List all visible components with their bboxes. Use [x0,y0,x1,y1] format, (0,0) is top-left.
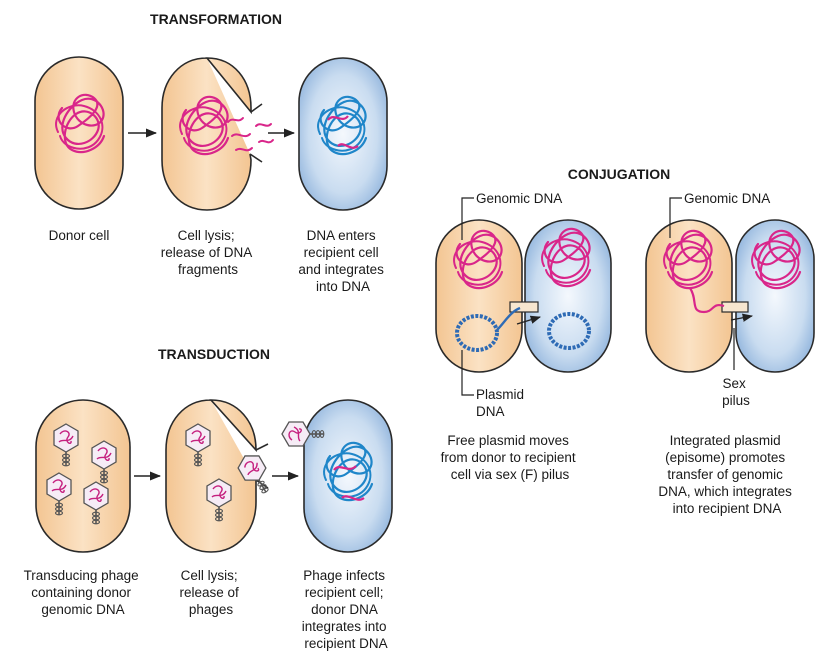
genomic-dna-label: Genomic DNA [476,191,562,206]
lysed-cell [162,58,262,210]
episome-recipient-cell [736,220,814,372]
sex-pilus-bridge [722,302,748,312]
caption-free-plasmid: Free plasmid moves from donor to recipie… [441,433,580,482]
caption-cell-lysis-phages: Cell lysis; release of phages [179,568,242,617]
infected-recipient-cell [282,400,392,552]
conjugation-free-plasmid: Genomic DNA Plasmid DNA [436,191,611,419]
transformation-title: TRANSFORMATION [150,11,282,27]
conjugation-title: CONJUGATION [568,166,670,182]
recipient-cell [299,58,387,210]
caption-integrated-plasmid: Integrated plasmid (episome) promotes tr… [658,433,795,516]
episome-donor-cell [646,220,732,372]
plasmid-dna-label: Plasmid DNA [476,387,528,419]
transduction-title: TRANSDUCTION [158,346,270,362]
donor-cell [35,57,123,209]
sex-pilus-label: Sex pilus [722,376,750,408]
caption-transducing-phage: Transducing phage containing donor genom… [24,568,143,617]
conjugation-integrated-plasmid: Genomic DNA Sex pilus [646,191,814,408]
caption-cell-lysis-dna: Cell lysis; release of DNA fragments [161,228,256,277]
lysed-phage-cell [166,400,276,552]
phage-donor-cell [36,400,130,552]
conjugation-donor-cell [436,220,522,372]
caption-phage-infects: Phage infects recipient cell; donor DNA … [302,568,391,651]
caption-donor-cell: Donor cell [49,228,110,243]
genomic-dna-label: Genomic DNA [684,191,770,206]
caption-dna-enters: DNA enters recipient cell and integrates… [298,228,387,294]
